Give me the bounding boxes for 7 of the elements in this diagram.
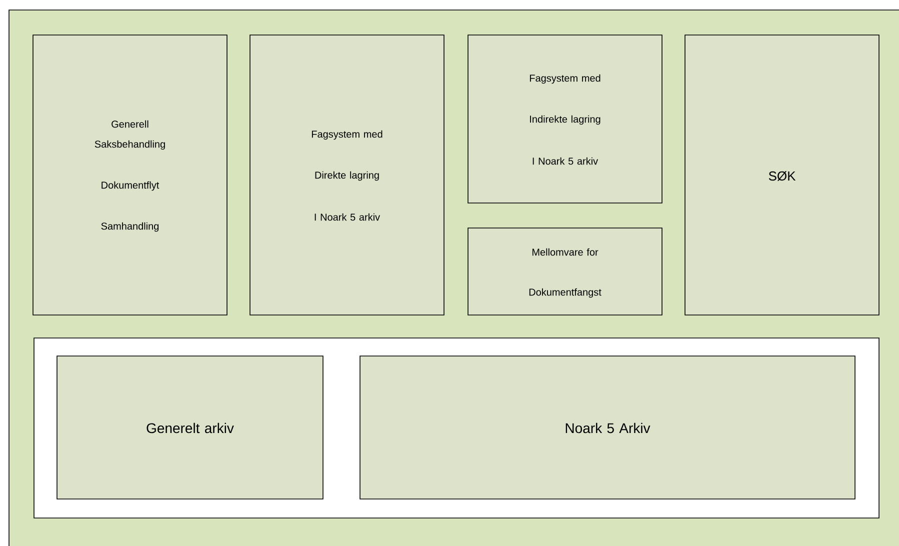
system-box: Mellomvare for Dokumentfangst	[468, 228, 662, 316]
system-box: SØK	[684, 34, 880, 316]
system-box: Generell Saksbehandling Dokumentflyt Samhandling	[32, 34, 228, 316]
system-box: Generelt arkiv	[56, 356, 324, 500]
system-box: Fagsystem med Indirekte lagring I Noark 5 arkiv	[468, 34, 662, 204]
system-box: Fagsystem med Direkte lagring I Noark 5 arkiv	[250, 34, 444, 316]
system-box: Noark 5 Arkiv	[360, 356, 856, 500]
